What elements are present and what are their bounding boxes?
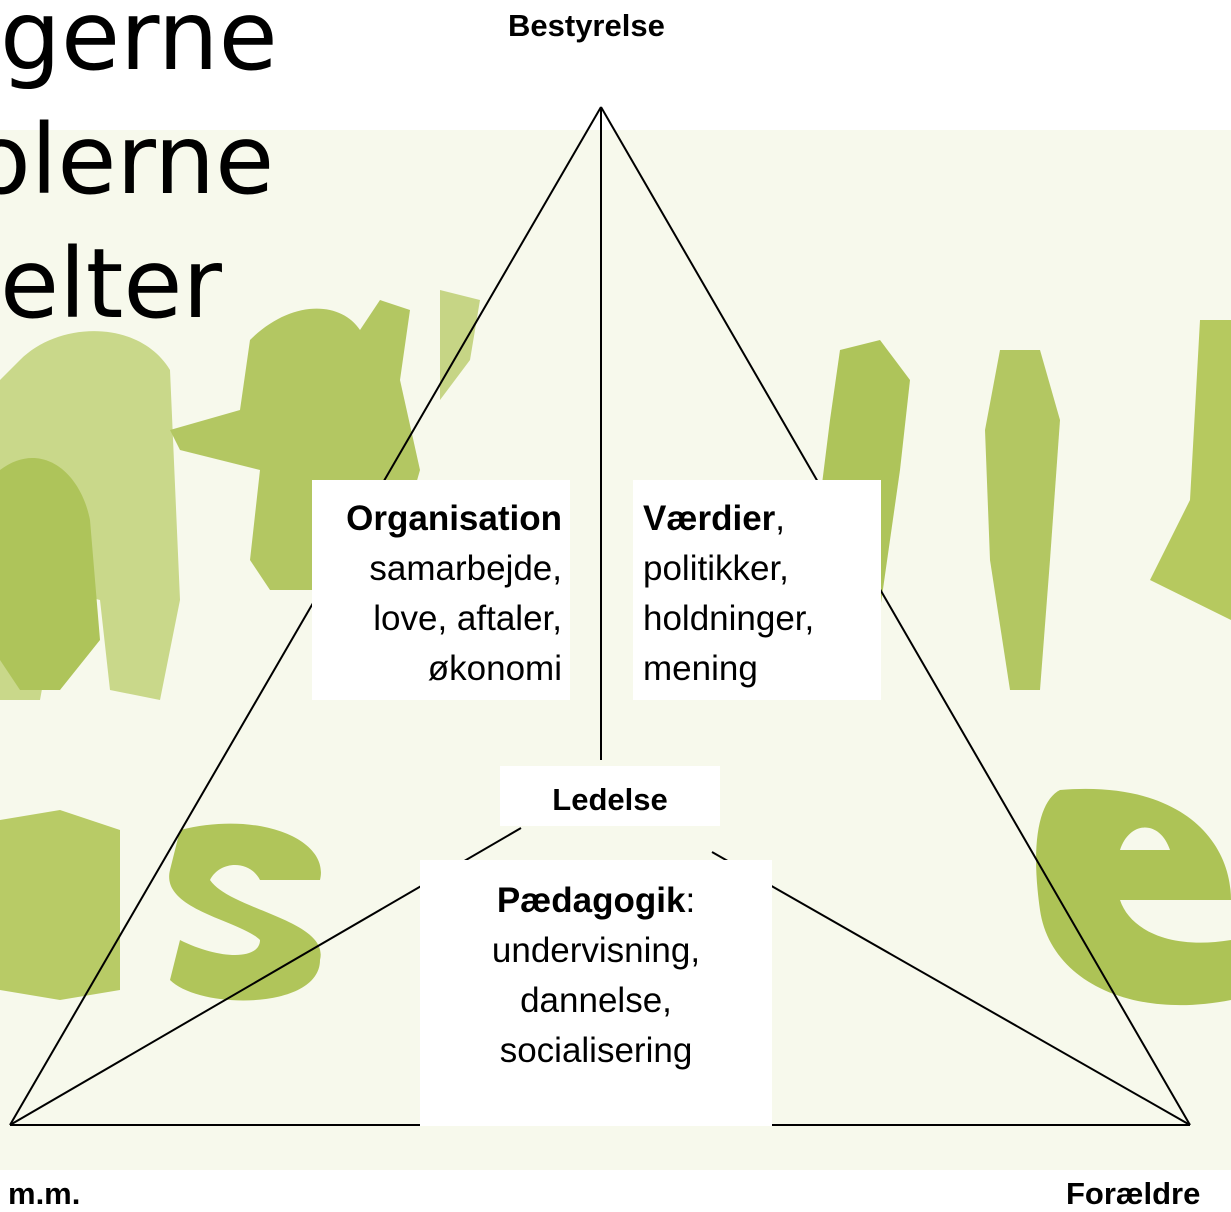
vaerdier-line-2: holdninger, — [643, 599, 815, 639]
organisation-title: Organisation — [346, 499, 562, 538]
vertex-label-left: m.m. — [8, 1176, 81, 1211]
figure-silhouette-7 — [1150, 320, 1231, 620]
paedagogik-line-3: socialisering — [499, 1031, 693, 1071]
organisation-line-2: love, aftaler, — [373, 599, 562, 639]
organisation-line-3: økonomi — [427, 649, 562, 689]
heading-fragment-2: olerne — [0, 104, 275, 216]
paedagogik-line-1: undervisning, — [491, 931, 701, 971]
paedagogik-box: Pædagogik: undervisning, dannelse, socia… — [420, 860, 772, 1126]
heading-fragment-1: gerne — [0, 0, 278, 92]
organisation-line-1: samarbejde, — [369, 549, 562, 589]
figure-silhouette-4 — [440, 290, 480, 400]
background-letters — [0, 788, 1231, 1006]
vaerdier-line-1: politikker, — [643, 549, 789, 589]
paedagogik-title-suffix: : — [685, 881, 696, 920]
triangle-edge-left — [9, 106, 602, 1126]
paedagogik-line-2: dannelse, — [520, 981, 672, 1021]
vaerdier-line-3: mening — [643, 649, 758, 689]
vaerdier-box: Værdier, politikker, holdninger, mening — [633, 480, 881, 700]
divider-lower-right — [711, 851, 1191, 1126]
ledelse-box: Ledelse — [500, 766, 720, 826]
vaerdier-title: Værdier — [643, 499, 776, 538]
vertex-label-top: Bestyrelse — [508, 8, 665, 43]
vertex-label-right: Forældre — [1066, 1176, 1201, 1211]
heading-fragment-3: elter — [0, 228, 222, 340]
paedagogik-title: Pædagogik — [496, 881, 686, 920]
organisation-box: Organisation samarbejde, love, aftaler, … — [312, 480, 570, 700]
vertex-label-center: Ledelse — [552, 782, 668, 817]
triangle-edge-right — [600, 106, 1191, 1126]
figure-silhouette-6 — [985, 350, 1060, 690]
vaerdier-title-suffix: , — [775, 499, 786, 538]
figure-silhouette-2 — [0, 458, 100, 690]
